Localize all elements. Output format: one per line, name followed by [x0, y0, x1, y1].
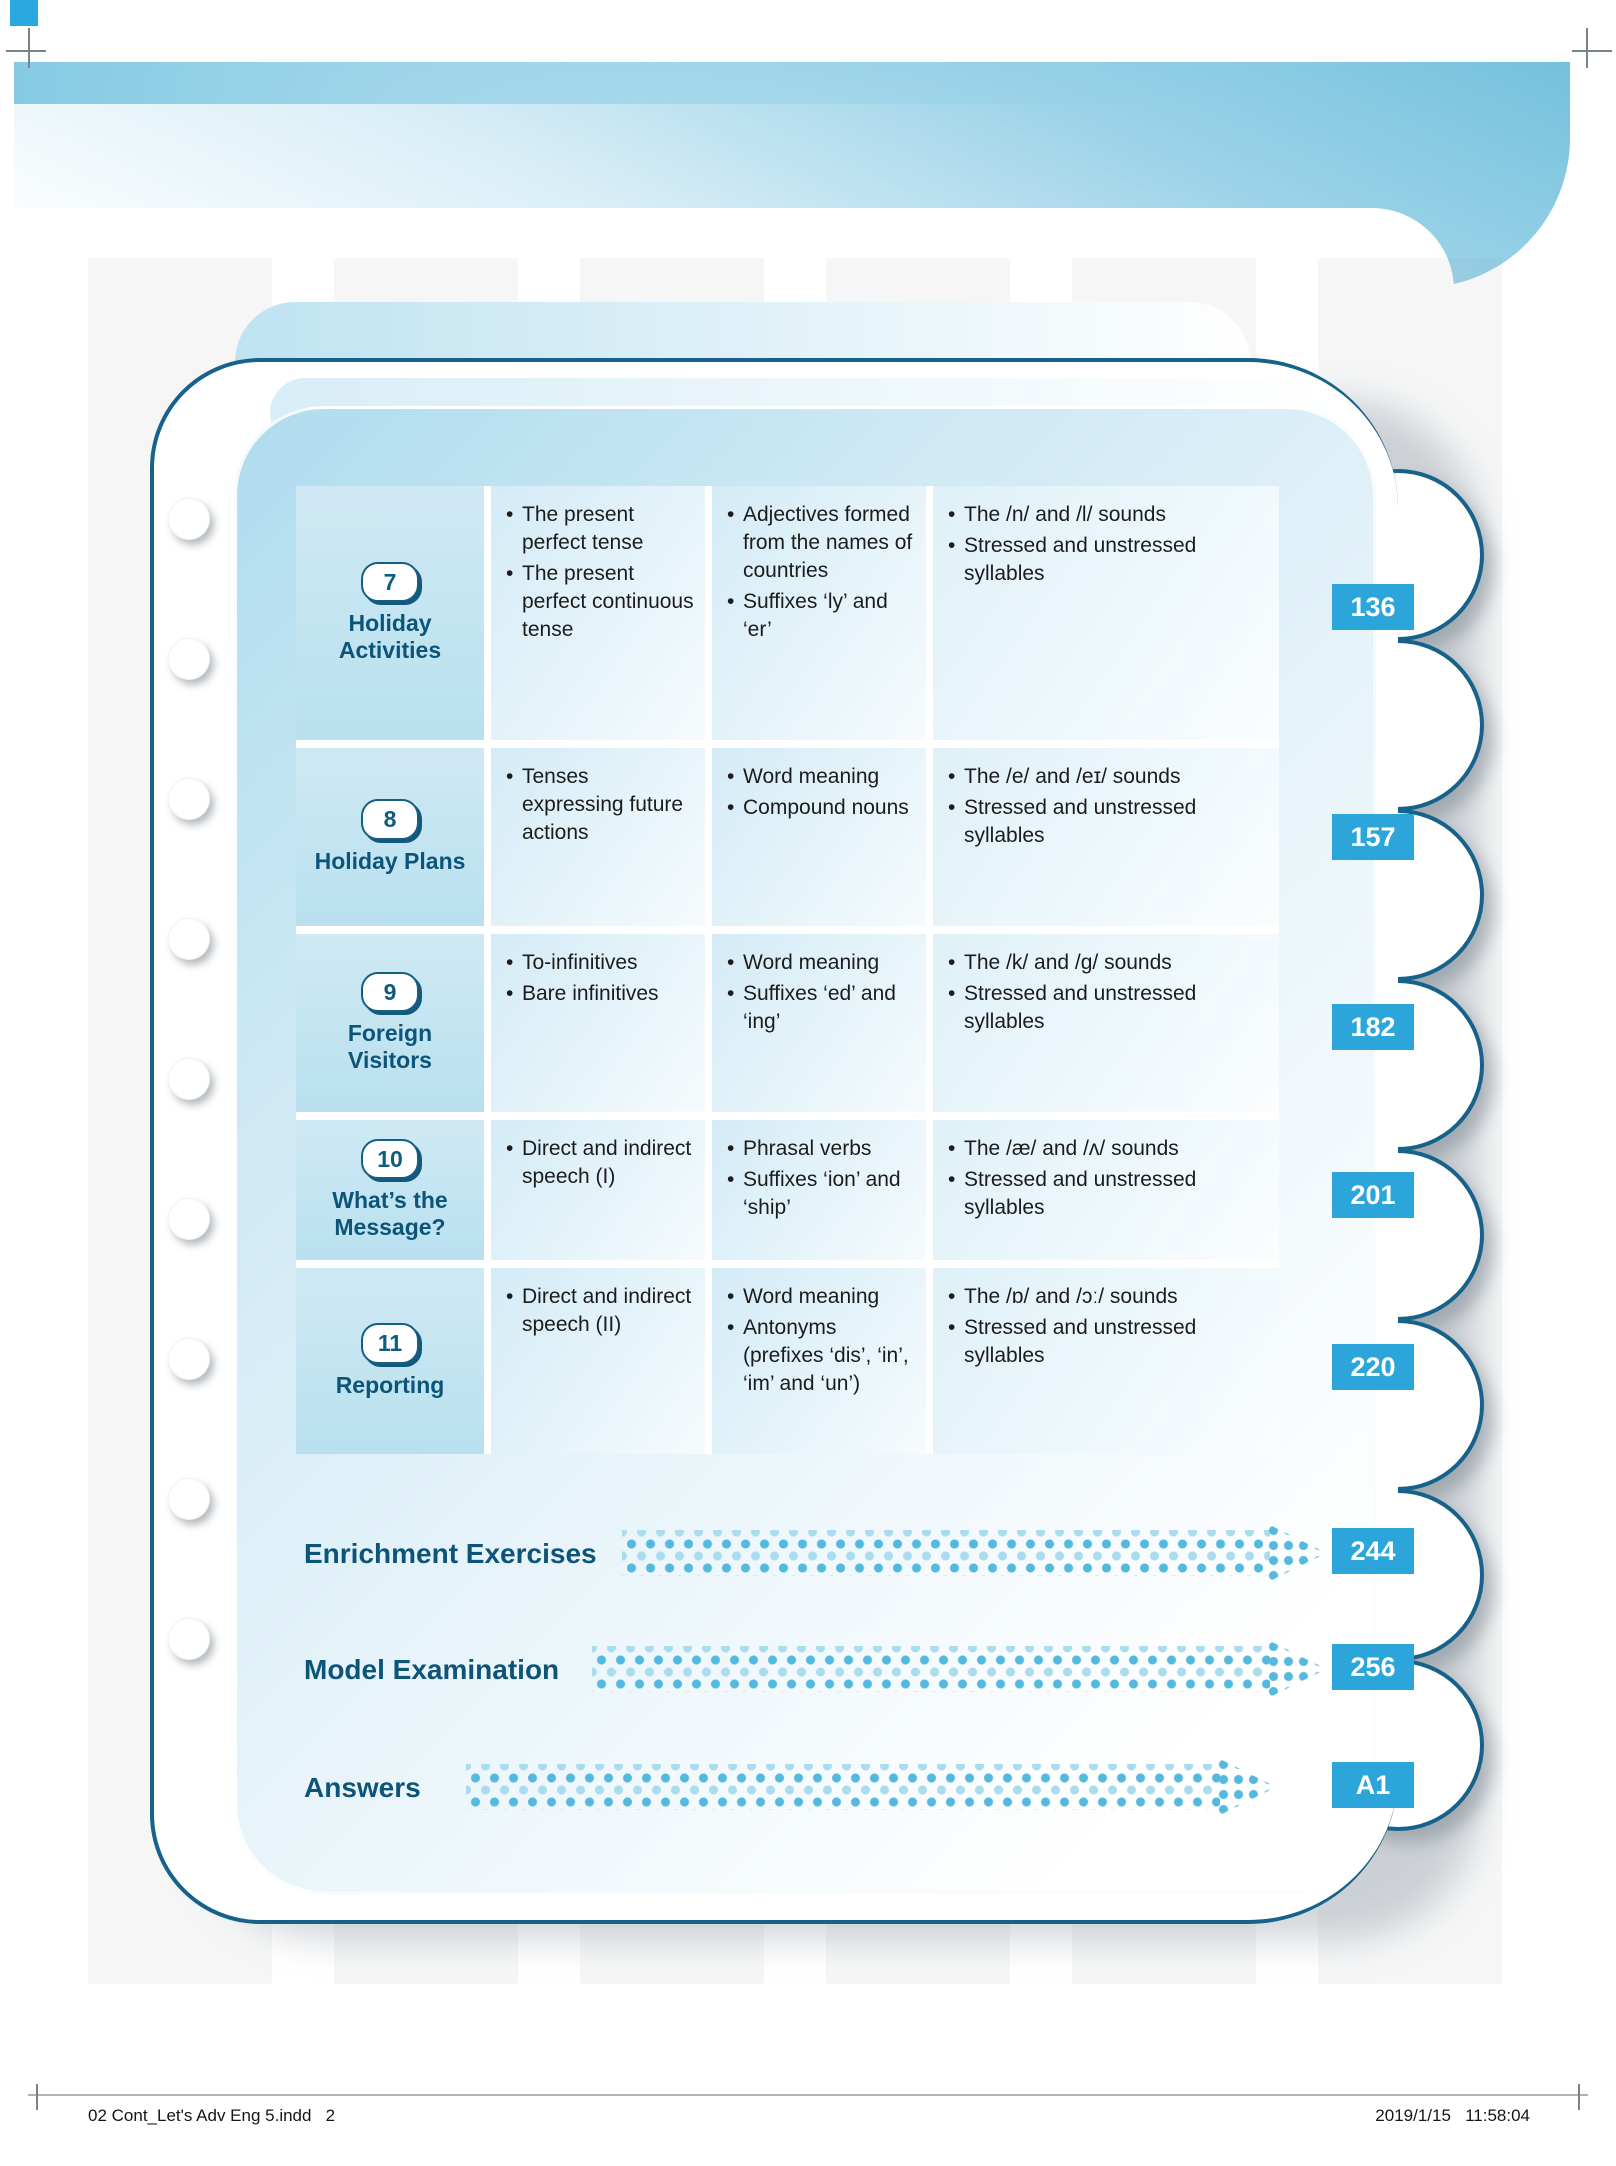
- unit-row: 9 Foreign Visitors To-infinitives Bare i…: [296, 934, 1279, 1112]
- vocabulary-cell: Phrasal verbs Suffixes ‘ion’ and ‘ship’: [712, 1120, 926, 1260]
- unit-number-badge: 9: [361, 971, 419, 1013]
- footer-timestamp: 2019/1/15 11:58:04: [1375, 2106, 1530, 2125]
- section-label: Model Examination: [304, 1654, 560, 1685]
- bullet-item: Word meaning: [726, 1283, 916, 1311]
- sounds-cell: The /n/ and /l/ sounds Stressed and unst…: [933, 486, 1279, 740]
- binding-hole: [168, 1478, 210, 1520]
- sounds-cell: The /k/ and /g/ sounds Stressed and unst…: [933, 934, 1279, 1112]
- page-number-badge: 136: [1332, 584, 1414, 630]
- unit-cell: 10 What’s the Message?: [296, 1120, 484, 1260]
- bullet-item: Word meaning: [726, 949, 916, 977]
- vocabulary-cell: Word meaning Antonyms (prefixes ‘dis’, ‘…: [712, 1268, 926, 1454]
- grammar-cell: To-infinitives Bare infinitives: [491, 934, 705, 1112]
- page-number-badge: 182: [1332, 1004, 1414, 1050]
- unit-cell: 9 Foreign Visitors: [296, 934, 484, 1112]
- page-number-badge: 201: [1332, 1172, 1414, 1218]
- bullet-item: Stressed and unstressed syllables: [947, 1166, 1269, 1222]
- bullet-item: Suffixes ‘ed’ and ‘ing’: [726, 980, 916, 1036]
- bullet-item: The /e/ and /eɪ/ sounds: [947, 763, 1269, 791]
- unit-row: 7 Holiday Activities The present perfect…: [296, 486, 1279, 740]
- binding-hole: [168, 1338, 210, 1380]
- page-number-badge: A1: [1332, 1762, 1414, 1808]
- vocabulary-cell: Word meaning Compound nouns: [712, 748, 926, 926]
- footer-rule: [28, 2094, 1588, 2096]
- section-label: Answers: [304, 1772, 421, 1803]
- top-banner-cut: [14, 208, 1454, 290]
- crop-mark: [1586, 28, 1588, 68]
- bullet-item: Tenses expressing future actions: [505, 763, 695, 847]
- bullet-item: Word meaning: [726, 763, 916, 791]
- bullet-item: Stressed and unstressed syllables: [947, 980, 1269, 1036]
- page-number-badge: 244: [1332, 1528, 1414, 1574]
- binding-hole: [168, 918, 210, 960]
- bullet-item: Direct and indirect speech (II): [505, 1283, 695, 1339]
- crop-mark: [28, 28, 30, 68]
- dotted-arrow: [466, 1764, 1220, 1810]
- unit-row: 8 Holiday Plans Tenses expressing future…: [296, 748, 1279, 926]
- unit-cell: 7 Holiday Activities: [296, 486, 484, 740]
- unit-row: 11 Reporting Direct and indirect speech …: [296, 1268, 1279, 1454]
- bullet-item: The /æ/ and /ʌ/ sounds: [947, 1135, 1269, 1163]
- bullet-item: Bare infinitives: [505, 980, 695, 1008]
- binding-hole: [168, 1058, 210, 1100]
- page-number-badge: 220: [1332, 1344, 1414, 1390]
- bullet-item: Compound nouns: [726, 794, 916, 822]
- sounds-cell: The /æ/ and /ʌ/ sounds Stressed and unst…: [933, 1120, 1279, 1260]
- bullet-item: Phrasal verbs: [726, 1135, 916, 1163]
- sounds-cell: The /e/ and /eɪ/ sounds Stressed and uns…: [933, 748, 1279, 926]
- crop-mark: [1572, 50, 1612, 52]
- unit-title: Holiday Plans: [314, 847, 466, 874]
- unit-title: What’s the Message?: [332, 1187, 448, 1241]
- binding-hole: [168, 1198, 210, 1240]
- bullet-item: Antonyms (prefixes ‘dis’, ‘in’, ‘im’ and…: [726, 1314, 916, 1398]
- contents-table: 7 Holiday Activities The present perfect…: [296, 486, 1279, 1454]
- bullet-item: Direct and indirect speech (I): [505, 1135, 695, 1191]
- corner-accent: [10, 0, 38, 26]
- bullet-item: Suffixes ‘ly’ and ‘er’: [726, 588, 916, 644]
- unit-number-badge: 7: [361, 561, 419, 603]
- bullet-item: Suffixes ‘ion’ and ‘ship’: [726, 1166, 916, 1222]
- unit-number-badge: 10: [361, 1138, 419, 1180]
- crop-mark: [1578, 2084, 1580, 2110]
- grammar-cell: Tenses expressing future actions: [491, 748, 705, 926]
- bullet-item: Stressed and unstressed syllables: [947, 532, 1269, 588]
- page-number-badge: 157: [1332, 814, 1414, 860]
- unit-number-badge: 11: [361, 1323, 419, 1364]
- bullet-item: Adjectives formed from the names of coun…: [726, 501, 916, 585]
- bullet-item: The /ɒ/ and /ɔː/ sounds: [947, 1283, 1269, 1311]
- grammar-cell: Direct and indirect speech (I): [491, 1120, 705, 1260]
- grammar-cell: The present perfect tense The present pe…: [491, 486, 705, 740]
- bullet-item: The present perfect tense: [505, 501, 695, 557]
- dotted-arrow: [592, 1646, 1270, 1692]
- notebook-card: 7 Holiday Activities The present perfect…: [150, 358, 1414, 1924]
- sounds-cell: The /ɒ/ and /ɔː/ sounds Stressed and uns…: [933, 1268, 1279, 1454]
- unit-title: Reporting: [335, 1371, 445, 1398]
- binding-hole: [168, 638, 210, 680]
- bullet-item: Stressed and unstressed syllables: [947, 794, 1269, 850]
- crop-mark: [6, 50, 46, 52]
- section-label: Enrichment Exercises: [304, 1538, 597, 1569]
- unit-cell: 11 Reporting: [296, 1268, 484, 1454]
- unit-title: Holiday Activities: [338, 610, 442, 664]
- vocabulary-cell: Adjectives formed from the names of coun…: [712, 486, 926, 740]
- top-banner-strip: [14, 62, 1228, 104]
- bullet-item: Stressed and unstressed syllables: [947, 1314, 1269, 1370]
- bullet-item: To-infinitives: [505, 949, 695, 977]
- unit-cell: 8 Holiday Plans: [296, 748, 484, 926]
- bullet-item: The /n/ and /l/ sounds: [947, 501, 1269, 529]
- footer-filename: 02 Cont_Let's Adv Eng 5.indd 2: [88, 2106, 336, 2125]
- grammar-cell: Direct and indirect speech (II): [491, 1268, 705, 1454]
- bullet-item: The present perfect continuous tense: [505, 560, 695, 644]
- bullet-item: The /k/ and /g/ sounds: [947, 949, 1269, 977]
- unit-number-badge: 8: [361, 799, 419, 840]
- dotted-arrow: [622, 1530, 1270, 1576]
- binding-hole: [168, 1618, 210, 1660]
- binding-hole: [168, 778, 210, 820]
- crop-mark: [36, 2084, 38, 2110]
- unit-title: Foreign Visitors: [347, 1020, 433, 1074]
- binding-hole: [168, 498, 210, 540]
- vocabulary-cell: Word meaning Suffixes ‘ed’ and ‘ing’: [712, 934, 926, 1112]
- unit-row: 10 What’s the Message? Direct and indire…: [296, 1120, 1279, 1260]
- page-number-badge: 256: [1332, 1644, 1414, 1690]
